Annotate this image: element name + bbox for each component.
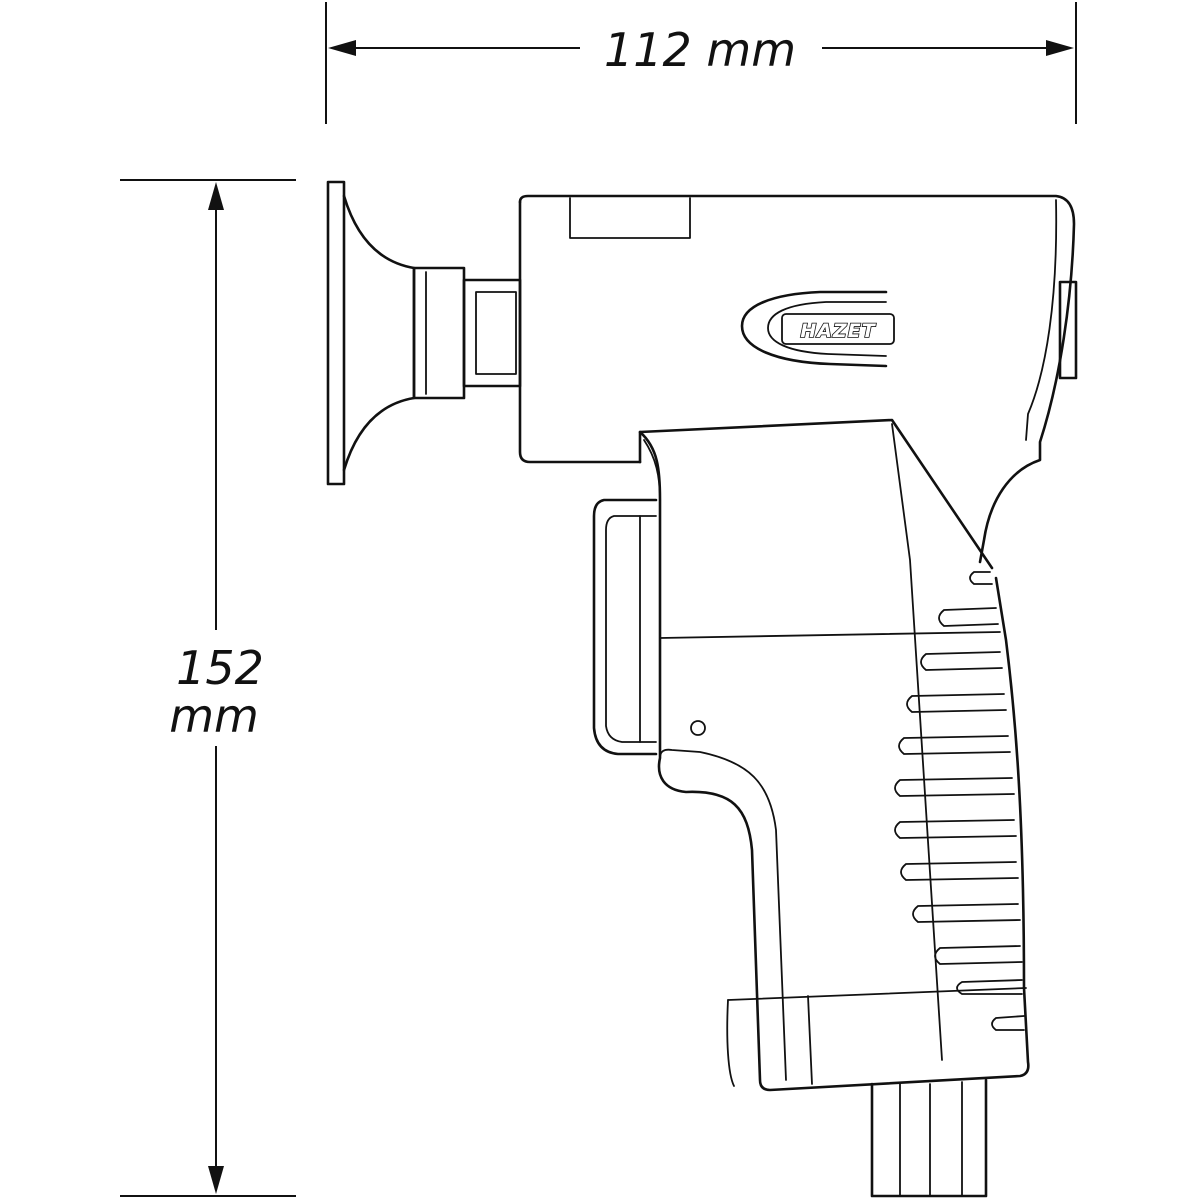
handle-back-seam xyxy=(891,423,943,1061)
grip-rib xyxy=(934,945,1023,965)
handle-screw xyxy=(690,720,706,736)
height-unit-label: mm xyxy=(169,689,259,743)
pad-bell xyxy=(342,194,416,472)
trigger-lever xyxy=(592,498,658,756)
pad-plate xyxy=(326,180,346,486)
backing-pad xyxy=(326,180,416,486)
grip-rib xyxy=(956,979,1023,995)
lever-inner xyxy=(605,515,657,743)
logo-plate xyxy=(781,313,895,345)
motor-housing xyxy=(518,194,1078,564)
logo-swoosh-inner xyxy=(767,301,887,357)
grip-rib xyxy=(894,819,1017,839)
height-arrow-bottom xyxy=(208,1166,224,1194)
width-dimension: 112 mm xyxy=(325,2,1077,124)
logo-swoosh xyxy=(740,290,888,368)
lever-outline xyxy=(592,498,658,756)
logo-brand-text: HAZET xyxy=(800,320,876,342)
height-arrow-top xyxy=(208,182,224,210)
air-tool-drawing: HAZET xyxy=(326,180,1078,1198)
spindle-shaft xyxy=(462,278,522,388)
width-label: 112 mm xyxy=(604,23,796,77)
spindle-flat xyxy=(475,291,517,375)
handle-front-neck xyxy=(638,418,994,570)
handle-front-panel xyxy=(643,439,661,501)
handle-heel xyxy=(726,999,735,1087)
handle-finger-rest xyxy=(659,748,787,1081)
height-value-label: 152 xyxy=(176,641,264,695)
spindle-collar xyxy=(412,266,466,400)
top-vent-slot xyxy=(569,197,691,239)
housing-outline xyxy=(518,194,1076,564)
grip-rib xyxy=(920,651,1003,671)
grip-rib xyxy=(906,693,1007,713)
housing-bottom xyxy=(518,200,642,464)
height-dimension: 152 mm xyxy=(120,179,296,1197)
handle xyxy=(638,418,1030,1092)
width-arrow-left xyxy=(328,40,356,56)
grip-rib xyxy=(991,1015,1025,1031)
hazet-logo: HAZET xyxy=(740,290,895,368)
air-inlet-fitting xyxy=(870,1078,988,1198)
width-arrow-right xyxy=(1046,40,1074,56)
grip-rib xyxy=(938,607,999,627)
handle-bottom-divider xyxy=(807,995,813,1085)
housing-inner-contour xyxy=(1025,199,1058,441)
rear-exhaust xyxy=(1058,280,1078,380)
handle-mid-seam xyxy=(659,631,1001,639)
grip-rib xyxy=(912,903,1021,923)
inlet-body xyxy=(870,1078,988,1198)
spindle xyxy=(412,266,522,400)
grip-rib xyxy=(898,735,1011,755)
grip-rib xyxy=(900,861,1019,881)
handle-bottom-seam xyxy=(727,987,1027,1001)
handle-outline xyxy=(638,430,1030,1092)
grip-rib xyxy=(969,571,993,585)
grip-rib xyxy=(894,777,1015,797)
